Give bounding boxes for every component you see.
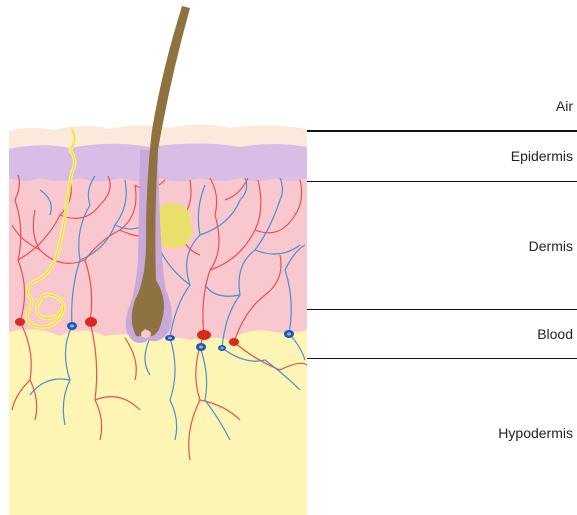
hair-bulb-papilla <box>141 330 151 338</box>
label-hypodermis: Hypodermis <box>498 425 573 441</box>
label-dermis: Dermis <box>529 238 573 254</box>
divider-blood-hypodermis <box>307 358 577 359</box>
hypodermis-layer <box>9 320 307 515</box>
divider-epidermis-dermis <box>307 181 577 182</box>
divider-dermis-blood <box>307 309 577 310</box>
label-blood: Blood <box>537 326 573 342</box>
label-air: Air <box>556 98 573 114</box>
label-epidermis: Epidermis <box>511 148 573 164</box>
divider-air-epidermis <box>307 130 577 132</box>
